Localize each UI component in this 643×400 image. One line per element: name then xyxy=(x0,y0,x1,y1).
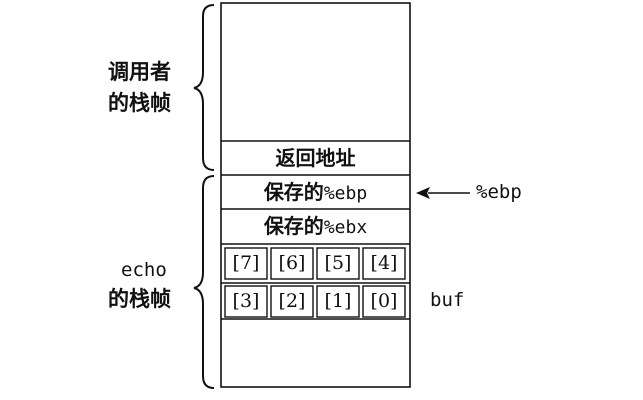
caller-frame-label-line2: 的栈帧 xyxy=(108,91,171,115)
saved-ebp-register: %ebp xyxy=(323,183,368,204)
echo-frame-label-line2: 的栈帧 xyxy=(108,287,171,311)
buf-cell-3 xyxy=(224,285,268,318)
buf-cell-5 xyxy=(316,247,360,280)
echo-frame-label-line1: echo xyxy=(121,259,167,281)
return-address-slot: 返回地址 xyxy=(275,146,356,170)
buf-index-1: [1] xyxy=(324,290,352,312)
buf-index-4: [4] xyxy=(370,252,398,274)
buf-index-3: [3] xyxy=(232,290,260,312)
stack-outline xyxy=(220,2,411,388)
buf-cell-7 xyxy=(224,247,268,280)
buf-index-7: [7] xyxy=(232,252,260,274)
buf-index-5: [5] xyxy=(324,252,352,274)
buf-index-6: [6] xyxy=(278,252,306,274)
buf-index-0: [0] xyxy=(370,290,398,312)
saved-ebx-prefix: 保存的 xyxy=(263,214,324,238)
saved-ebx-slot: 保存的%ebx xyxy=(221,216,410,237)
buf-cell-6 xyxy=(270,247,314,280)
buf-index-2: [2] xyxy=(278,290,306,312)
buf-cell-2 xyxy=(270,285,314,318)
ebp-pointer-label: %ebp xyxy=(476,181,522,203)
saved-ebx-register: %ebx xyxy=(323,217,368,238)
caller-frame-label-line1: 调用者 xyxy=(108,60,171,84)
saved-ebp-prefix: 保存的 xyxy=(263,180,324,204)
caller-frame-brace xyxy=(193,4,215,171)
saved-ebp-slot: 保存的%ebp xyxy=(221,182,410,203)
ebp-pointer-arrow-head xyxy=(416,187,430,199)
buf-label: buf xyxy=(430,289,465,311)
buf-cell-4 xyxy=(362,247,406,280)
buf-cell-1 xyxy=(316,285,360,318)
echo-frame-brace xyxy=(193,175,215,389)
buf-cell-0 xyxy=(362,285,406,318)
